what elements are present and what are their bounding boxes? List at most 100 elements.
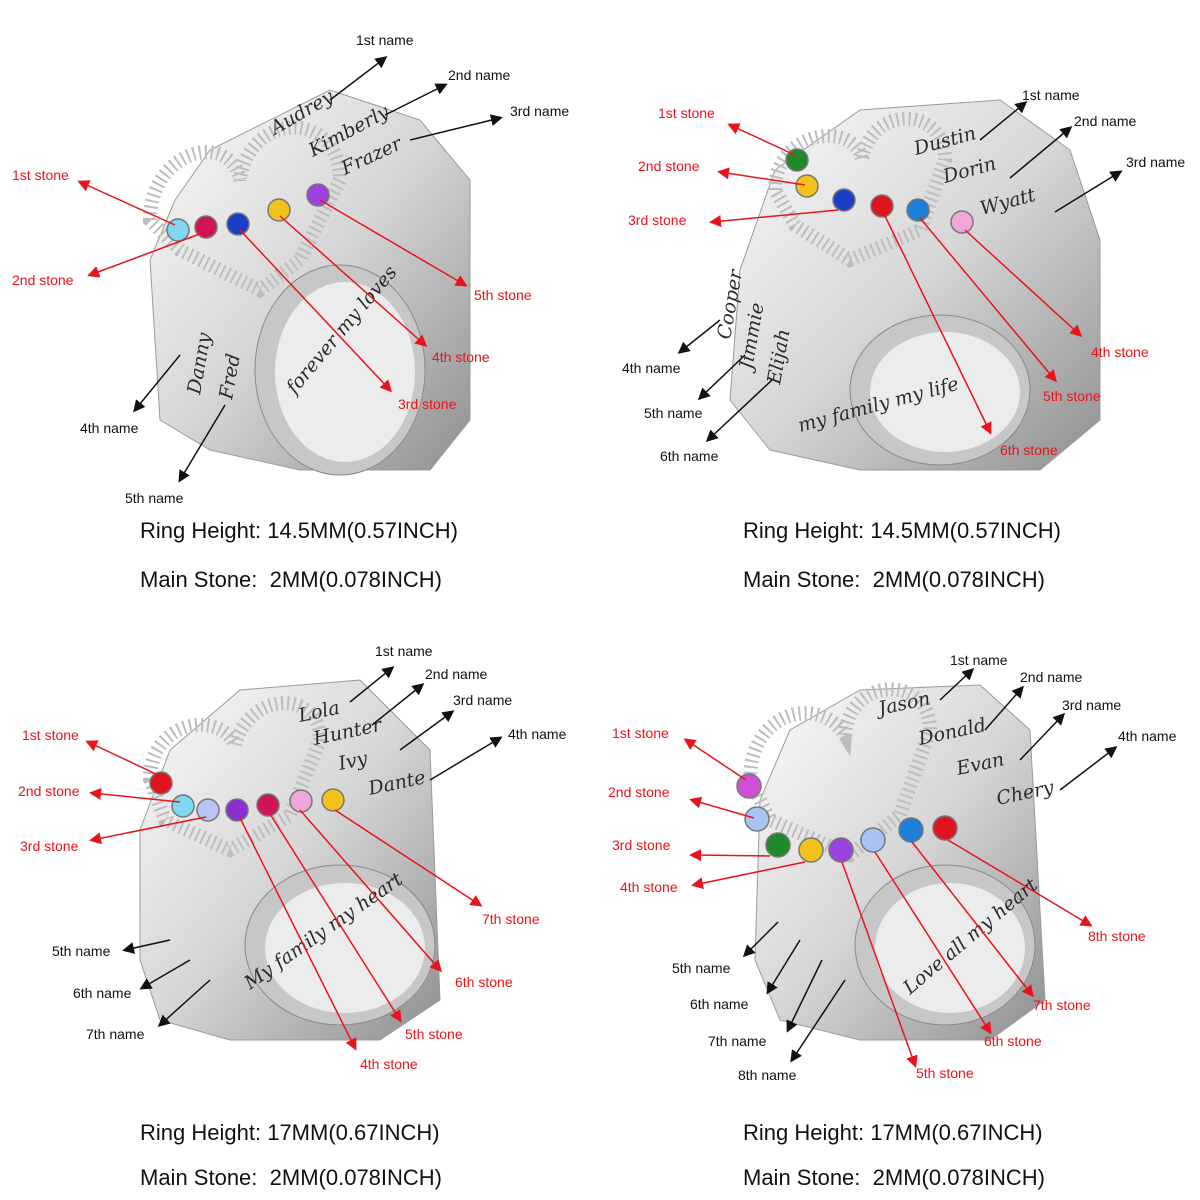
stone-3: [832, 188, 856, 212]
stone-5: [906, 198, 930, 222]
stone-5: [828, 837, 854, 863]
stone-1: [736, 773, 762, 799]
label-2nd-stone: 2nd stone: [18, 783, 80, 799]
main-stone-spec: Main Stone: 2MM(0.078INCH): [743, 1165, 1200, 1191]
ring-height-label: Ring Height:: [140, 1120, 262, 1145]
ring-height-label: Ring Height:: [140, 518, 262, 543]
heart-pave: [142, 120, 348, 299]
label-2nd-stone: 2nd stone: [12, 272, 74, 288]
stone-8: [932, 815, 958, 841]
main-stone-label: Main Stone:: [743, 567, 861, 592]
label-3rd-name: 3rd name: [453, 692, 512, 708]
label-6th-name: 6th name: [73, 985, 132, 1001]
label-3rd-stone: 3rd stone: [398, 396, 457, 412]
label-6th-name: 6th name: [660, 448, 719, 464]
main-stone-value: 2MM(0.078INCH): [872, 567, 1046, 592]
label-1st-name: 1st name: [1022, 87, 1080, 103]
ring-panel-top-left: Audrey Kimberly Frazer Danny Fred foreve…: [0, 0, 600, 600]
ring-height-spec: Ring Height: 14.5MM(0.57INCH): [743, 518, 1200, 544]
ring-illustration: Dustin Dorin Wyatt Cooper Jimmie Elijah …: [622, 87, 1185, 471]
main-stone-spec: Main Stone: 2MM(0.078INCH): [743, 567, 1200, 593]
label-2nd-name: 2nd name: [425, 666, 487, 682]
label-1st-name: 1st name: [375, 643, 433, 659]
stone-2: [171, 794, 195, 818]
stone-6: [860, 827, 886, 853]
label-4th-name: 4th name: [1118, 728, 1177, 744]
label-3rd-name: 3rd name: [510, 103, 569, 119]
stone-3: [226, 212, 250, 236]
label-2nd-name: 2nd name: [448, 67, 510, 83]
label-1st-stone: 1st stone: [612, 725, 669, 741]
stone-5: [256, 793, 280, 817]
ring-height-value: 17MM(0.67INCH): [267, 1120, 440, 1145]
label-3rd-stone: 3rd stone: [612, 837, 671, 853]
ring-height-spec: Ring Height: 14.5MM(0.57INCH): [140, 518, 740, 544]
ring-illustration: Lola Hunter Ivy Dante My family my heart…: [18, 643, 567, 1072]
heart-pave: [767, 111, 953, 268]
label-7th-stone: 7th stone: [482, 911, 540, 927]
label-5th-name: 5th name: [125, 490, 184, 506]
main-stone-label: Main Stone:: [743, 1165, 861, 1190]
main-stone-spec: Main Stone: 2MM(0.078INCH): [140, 1165, 740, 1191]
label-4th-name: 4th name: [622, 360, 681, 376]
label-6th-stone: 6th stone: [455, 974, 513, 990]
stone-3: [196, 798, 220, 822]
label-4th-name: 4th name: [508, 726, 567, 742]
main-stone-label: Main Stone:: [140, 567, 258, 592]
ring-hole: [265, 883, 425, 1013]
label-7th-name: 7th name: [86, 1026, 145, 1042]
ring-illustration: Jason Donald Evan Chery Love all my hear…: [608, 652, 1177, 1083]
stone-4: [267, 198, 291, 222]
stone-3: [765, 832, 791, 858]
main-stone-value: 2MM(0.078INCH): [269, 1165, 443, 1190]
label-4th-stone: 4th stone: [432, 349, 490, 365]
label-5th-name: 5th name: [52, 943, 111, 959]
label-5th-stone: 5th stone: [405, 1026, 463, 1042]
label-4th-name: 4th name: [80, 420, 139, 436]
label-3rd-name: 3rd name: [1126, 154, 1185, 170]
ring-height-label: Ring Height:: [743, 518, 865, 543]
heart-pave: [742, 682, 938, 864]
stone-5: [306, 183, 330, 207]
label-7th-name: 7th name: [708, 1033, 767, 1049]
stone-7: [898, 817, 924, 843]
label-2nd-name: 2nd name: [1020, 669, 1082, 685]
label-4th-stone: 4th stone: [620, 879, 678, 895]
label-6th-name: 6th name: [690, 996, 749, 1012]
stone-6: [289, 789, 313, 813]
stone-2: [744, 806, 770, 832]
stone-2: [194, 215, 218, 239]
main-stone-spec: Main Stone: 2MM(0.078INCH): [140, 567, 740, 593]
ring-height-value: 14.5MM(0.57INCH): [267, 518, 458, 543]
ring-height-spec: Ring Height: 17MM(0.67INCH): [743, 1120, 1200, 1146]
ring-height-value: 14.5MM(0.57INCH): [870, 518, 1061, 543]
label-5th-name: 5th name: [644, 405, 703, 421]
main-stone-label: Main Stone:: [140, 1165, 258, 1190]
label-3rd-stone: 3rd stone: [628, 212, 687, 228]
label-5th-stone: 5th stone: [1043, 388, 1101, 404]
label-2nd-stone: 2nd stone: [638, 158, 700, 174]
stone-1: [149, 771, 173, 795]
ring-height-label: Ring Height:: [743, 1120, 865, 1145]
ring-panel-bottom-left: Lola Hunter Ivy Dante My family my heart…: [0, 600, 600, 1200]
label-1st-stone: 1st stone: [12, 167, 69, 183]
ring-hole: [875, 883, 1025, 1013]
main-stone-value: 2MM(0.078INCH): [269, 567, 443, 592]
ring-height-spec: Ring Height: 17MM(0.67INCH): [140, 1120, 740, 1146]
label-8th-name: 8th name: [738, 1067, 797, 1083]
label-5th-stone: 5th stone: [474, 287, 532, 303]
stone-4: [225, 798, 249, 822]
label-3rd-name: 3rd name: [1062, 697, 1121, 713]
label-3rd-stone: 3rd stone: [20, 838, 79, 854]
stone-4: [798, 837, 824, 863]
main-stone-value: 2MM(0.078INCH): [872, 1165, 1046, 1190]
label-4th-stone: 4th stone: [360, 1056, 418, 1072]
label-2nd-name: 2nd name: [1074, 113, 1136, 129]
stone-4: [870, 194, 894, 218]
ring-height-value: 17MM(0.67INCH): [870, 1120, 1043, 1145]
ring-illustration: Audrey Kimberly Frazer Danny Fred foreve…: [12, 32, 569, 506]
stone-6: [950, 210, 974, 234]
label-2nd-stone: 2nd stone: [608, 784, 670, 800]
label-7th-stone: 7th stone: [1033, 997, 1091, 1013]
label-1st-stone: 1st stone: [22, 727, 79, 743]
